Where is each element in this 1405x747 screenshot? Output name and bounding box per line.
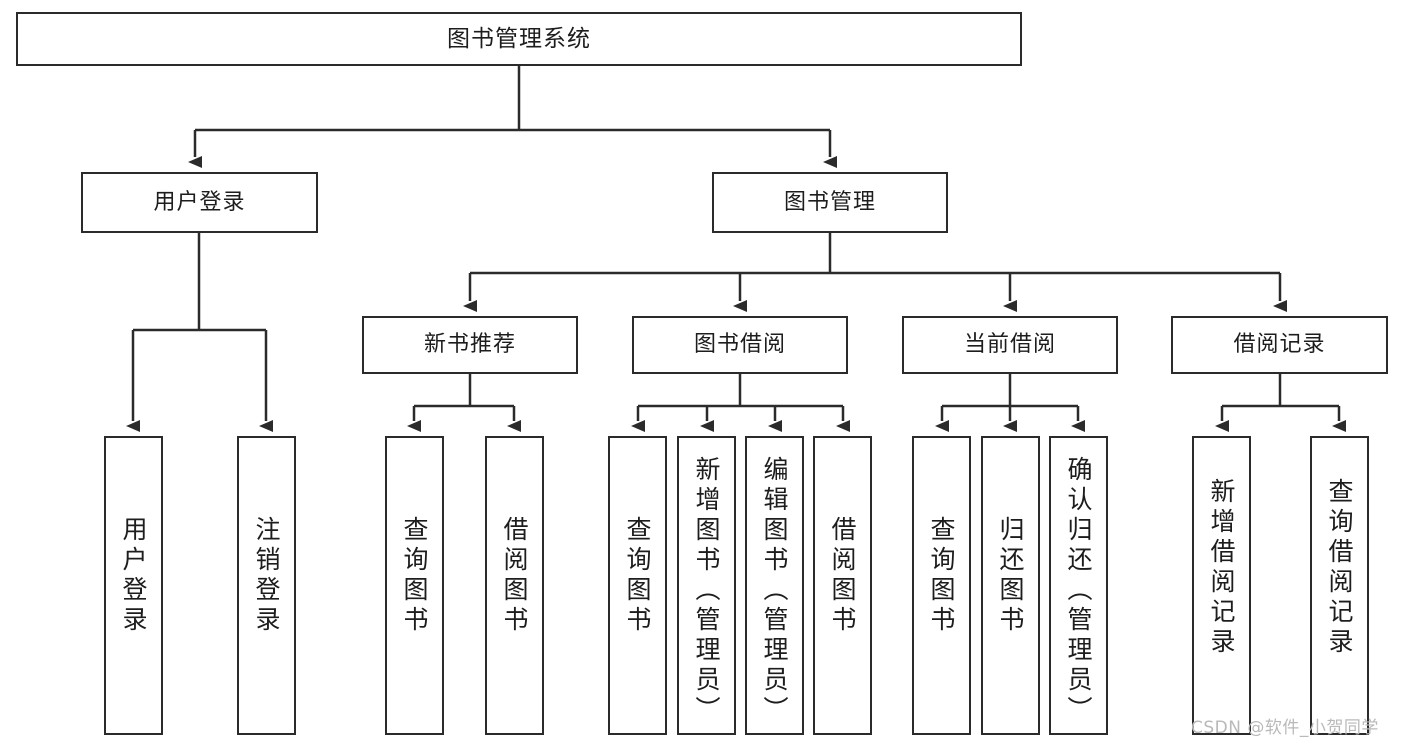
node-label: 借阅图书 <box>828 516 857 636</box>
node-label: 查询借阅记录 <box>1325 478 1354 658</box>
node-label: 用户登录 <box>119 516 148 636</box>
node-label: 当前借阅 <box>963 332 1056 358</box>
node-label: 查询图书 <box>623 516 652 636</box>
leaf-borrow-book[interactable]: 借阅图书 <box>813 436 872 735</box>
node-label: 借阅图书 <box>500 516 529 636</box>
leaf-return-book[interactable]: 归还图书 <box>981 436 1040 735</box>
leaf-add-borrow-record[interactable]: 新增借阅记录 <box>1192 436 1251 735</box>
node-label: 借阅记录 <box>1233 332 1326 358</box>
leaf-add-book-admin[interactable]: 新增图书（管理员） <box>677 436 736 735</box>
leaf-query-borrow-record[interactable]: 查询借阅记录 <box>1310 436 1369 735</box>
leaf-query-book-borrow[interactable]: 查询图书 <box>608 436 667 735</box>
node-label: 查询图书 <box>400 516 429 636</box>
node-label: 图书借阅 <box>693 332 786 358</box>
node-label: 图书管理 <box>783 189 876 215</box>
node-new-book-recommend[interactable]: 新书推荐 <box>362 316 578 374</box>
node-label: 确认归还（管理员） <box>1064 456 1093 726</box>
leaf-logout[interactable]: 注销登录 <box>237 436 296 735</box>
node-label: 查询图书 <box>927 516 956 636</box>
node-label: 新书推荐 <box>423 332 516 358</box>
node-borrow-record[interactable]: 借阅记录 <box>1171 316 1388 374</box>
leaf-query-book-recommend[interactable]: 查询图书 <box>385 436 444 735</box>
node-book-borrow[interactable]: 图书借阅 <box>632 316 848 374</box>
leaf-confirm-return-admin[interactable]: 确认归还（管理员） <box>1049 436 1108 735</box>
node-label: 归还图书 <box>996 516 1025 636</box>
csdn-watermark: CSDN @软件_小贺同学 <box>1191 718 1379 738</box>
node-book-management[interactable]: 图书管理 <box>712 172 948 233</box>
node-label: 编辑图书（管理员） <box>760 456 789 726</box>
node-user-login[interactable]: 用户登录 <box>81 172 318 233</box>
leaf-query-book-current[interactable]: 查询图书 <box>912 436 971 735</box>
node-root-system[interactable]: 图书管理系统 <box>16 12 1022 66</box>
leaf-user-login[interactable]: 用户登录 <box>104 436 163 735</box>
node-label: 用户登录 <box>153 189 246 215</box>
node-label: 图书管理系统 <box>447 25 591 52</box>
leaf-borrow-book-recommend[interactable]: 借阅图书 <box>485 436 544 735</box>
node-current-borrow[interactable]: 当前借阅 <box>902 316 1118 374</box>
node-label: 新增图书（管理员） <box>692 456 721 726</box>
node-label: 注销登录 <box>252 516 281 636</box>
leaf-edit-book-admin[interactable]: 编辑图书（管理员） <box>745 436 804 735</box>
node-label: 新增借阅记录 <box>1207 478 1236 658</box>
